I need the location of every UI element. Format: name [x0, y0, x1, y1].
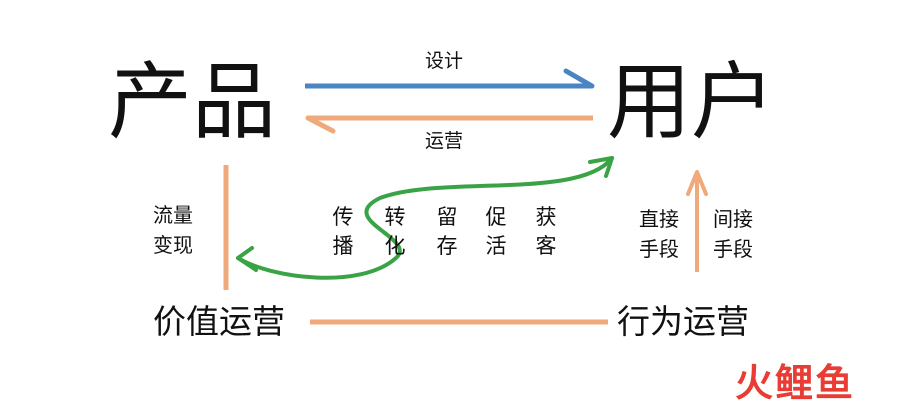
funnel-step-activation: 促 活: [484, 203, 508, 261]
funnel-step-retention: 留 存: [435, 203, 459, 261]
traffic-label-line1: 流量: [153, 203, 193, 227]
operations-label: 运营: [425, 130, 464, 152]
indirect-means-line1: 间接: [713, 207, 753, 231]
funnel-step-char: 播: [332, 234, 354, 258]
funnel-step-char: 存: [436, 234, 458, 258]
funnel-step-conversion: 转 化: [383, 203, 407, 261]
funnel-step-char: 获: [535, 205, 557, 229]
funnel-step-char: 传: [332, 205, 354, 229]
funnel-arrowhead-user: [588, 156, 614, 178]
node-product: 产品: [108, 53, 277, 151]
node-value-ops: 价值运营: [153, 302, 285, 341]
funnel-step-char: 促: [485, 205, 507, 229]
node-user: 用户: [607, 53, 776, 151]
funnel-step-char: 客: [535, 234, 557, 258]
watermark-logo: 火鲤鱼: [735, 361, 856, 405]
indirect-means-line2: 手段: [713, 237, 753, 261]
operations-arrowhead: [305, 115, 336, 134]
traffic-label-line2: 变现: [153, 233, 193, 257]
means-arrowhead: [686, 170, 708, 196]
funnel-step-char: 留: [436, 205, 458, 229]
funnel-arrowhead-value: [236, 246, 258, 272]
direct-means-line2: 手段: [639, 237, 679, 261]
funnel-step-acquisition: 获 客: [534, 203, 558, 261]
funnel-step-char: 化: [384, 234, 406, 258]
node-behavior-ops: 行为运营: [617, 302, 749, 341]
traffic-monetization-label: 流量 变现: [151, 200, 195, 260]
funnel-step-char: 活: [485, 234, 507, 258]
funnel-step-spread: 传 播: [331, 203, 355, 261]
design-label: 设计: [425, 50, 464, 72]
funnel-step-char: 转: [384, 205, 406, 229]
direct-means-line1: 直接: [639, 207, 679, 231]
direct-means-label: 直接 手段: [637, 204, 681, 264]
indirect-means-label: 间接 手段: [711, 204, 755, 264]
design-arrowhead: [563, 68, 595, 89]
funnel-curve-arrow: [236, 156, 614, 280]
